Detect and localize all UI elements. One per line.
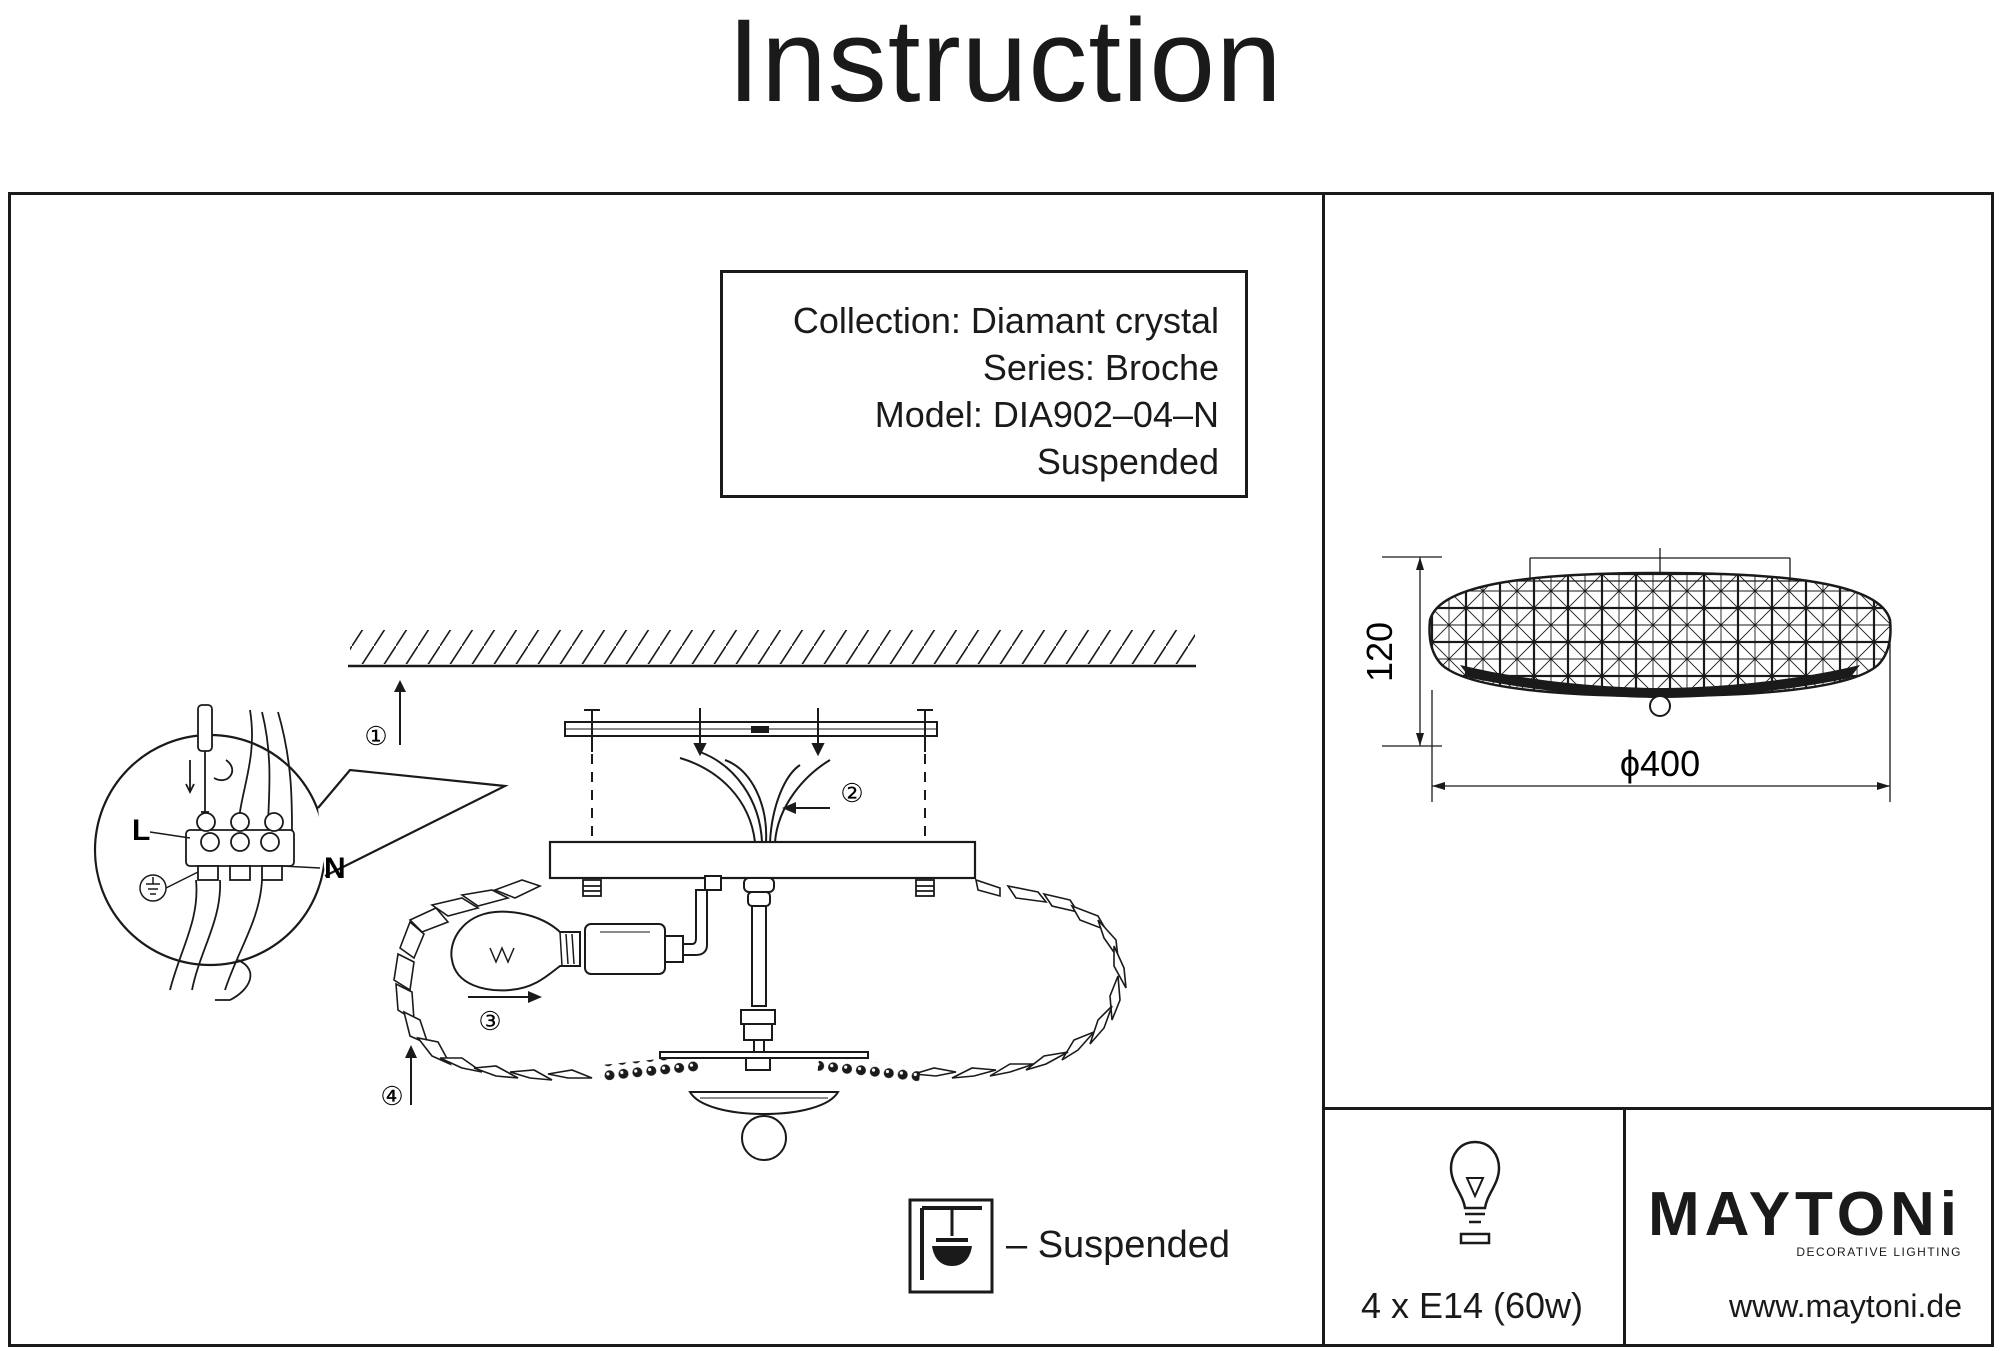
bulb [450,910,581,992]
frame-divider-spec [1623,1107,1626,1345]
step-3-label: ③ [478,1006,501,1036]
step-1-marker: ① [364,680,406,751]
base-disc [659,1051,869,1161]
live-wire-label: L [132,814,150,847]
ceiling-mount-icon [908,1198,994,1294]
step-4-marker: ④ [380,1045,417,1111]
lamp-spec: 4 x E14 (60w) [1360,1285,1584,1326]
crystal-chain-left [393,879,593,1081]
bulb-icon [1449,1140,1501,1245]
mounting-bar [564,708,938,757]
step-2-marker: ② [782,778,864,814]
frame-divider-footer [1322,1107,1992,1110]
step-3-marker: ③ [468,991,542,1036]
screw-left [584,709,600,752]
fixture-elevation [1428,548,1892,717]
brand-website: www.maytoni.de [1729,1288,1962,1324]
height-dimension: 120 [1359,622,1400,682]
instruction-frame [8,192,1994,1347]
mount-type-label: Suspended [1036,441,1219,482]
bead-strand-right [817,1056,921,1084]
step-4-label: ④ [380,1081,403,1111]
frame-divider-main [1322,195,1325,1345]
canopy-plate [548,840,977,880]
socket-arm [584,875,722,975]
installation-diagram: ① ② [93,630,1196,1161]
brand-tagline: DECORATIVE LIGHTING [1796,1245,1962,1259]
wiring-detail-callout: L N [93,704,509,1001]
series-label: Series: Broche [982,347,1219,388]
product-info-box: Collection: Diamant crystal Series: Broc… [720,270,1248,498]
screw-mid-right [811,708,825,757]
crystal-chain-right [913,878,1127,1079]
central-stem [740,877,776,1071]
bead-strand-left [599,1054,703,1082]
canopy-nuts [582,879,935,897]
mount-legend-label: – Suspended [1006,1224,1230,1266]
page-title: Instruction [727,0,1283,127]
dimension-drawing: 120 ϕ400 [1359,548,1892,802]
step-1-label: ① [364,721,387,751]
supply-wires [679,751,831,843]
earth-icon [139,871,199,902]
neutral-wire-label: N [324,852,346,885]
model-label: Model: DIA902–04–N [874,394,1219,435]
collection-label: Collection: Diamant crystal [792,300,1219,341]
diameter-dimension: ϕ400 [1620,743,1700,784]
screw-mid-left [693,708,707,757]
screw-right [917,709,933,752]
step-2-label: ② [840,778,863,808]
brand-logo: MAYTONi [1647,1180,1963,1249]
ceiling [348,630,1196,668]
